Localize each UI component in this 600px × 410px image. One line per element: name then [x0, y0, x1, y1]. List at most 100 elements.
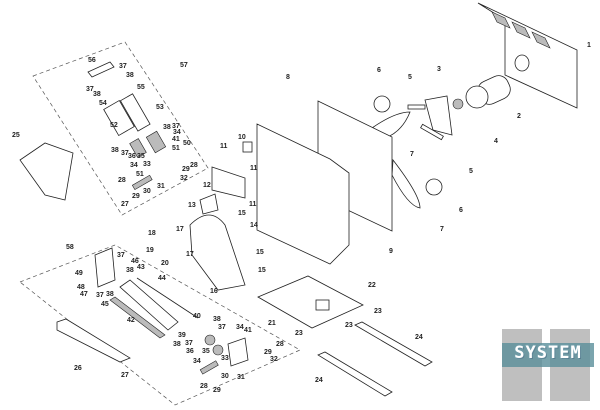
part-number-label: 20: [161, 260, 169, 267]
part-number-label: 17: [176, 226, 184, 233]
part-number-label: 24: [415, 334, 423, 341]
tension-bar: [407, 104, 426, 110]
control-module: [315, 299, 330, 311]
part-number-label: 4: [494, 138, 498, 145]
logo-graphic: [502, 329, 594, 401]
part-number-label: 50: [183, 140, 191, 147]
drive-belt: [391, 158, 421, 209]
part-number-label: 38: [163, 124, 171, 131]
motor-bracket: [424, 95, 453, 136]
part-number-label: 7: [410, 151, 414, 158]
small-bracket: [199, 193, 219, 215]
part-number-label: 31: [157, 183, 165, 190]
part-number-label: 32: [180, 175, 188, 182]
part-number-label: 7: [440, 226, 444, 233]
part-number-label: 34: [236, 324, 244, 331]
part-number-label: 27: [121, 372, 129, 379]
spring-stack: [129, 138, 147, 158]
hopper-cover: [19, 142, 74, 201]
part-number-label: 1: [587, 42, 591, 49]
spring-stack: [145, 130, 167, 154]
part-number-label: 14: [250, 222, 258, 229]
part-number-label: 13: [188, 202, 196, 209]
part-number-label: 15: [238, 210, 246, 217]
part-number-label: 6: [459, 207, 463, 214]
vent-slots: [511, 21, 531, 39]
part-number-label: 57: [180, 62, 188, 69]
vent-slots: [531, 31, 551, 49]
part-number-label: 37: [218, 324, 226, 331]
scraper-bar: [109, 296, 166, 339]
part-number-label: 22: [368, 282, 376, 289]
part-number-label: 21: [268, 320, 276, 327]
part-number-label: 40: [193, 313, 201, 320]
part-number-label: 38: [213, 316, 221, 323]
tension-bar: [420, 123, 444, 141]
part-number-label: 11: [250, 165, 258, 172]
part-number-label: 37: [172, 123, 180, 130]
part-number-label: 28: [276, 341, 284, 348]
part-number-label: 41: [172, 136, 180, 143]
system-logo: SYSTEM: [498, 325, 598, 405]
part-number-label: 18: [148, 230, 156, 237]
part-number-label: 35: [137, 153, 145, 160]
part-number-label: 31: [237, 374, 245, 381]
rail: [317, 351, 393, 397]
part-number-label: 2: [517, 113, 521, 120]
part-number-label: 58: [66, 244, 74, 251]
part-number-label: 16: [210, 288, 218, 295]
part-number-label: 5: [408, 74, 412, 81]
part-number-label: 33: [143, 161, 151, 168]
vent-slots: [491, 11, 511, 29]
part-number-label: 41: [244, 327, 252, 334]
part-number-label: 37: [117, 252, 125, 259]
switch-box: [242, 141, 253, 153]
part-number-label: 17: [186, 251, 194, 258]
part-number-label: 46: [131, 258, 139, 265]
part-labels: 1234556677891011111112131415151516171718…: [12, 42, 591, 394]
part-number-label: 12: [203, 182, 211, 189]
part-number-label: 34: [173, 129, 181, 136]
rail: [354, 321, 433, 367]
part-number-label: 39: [178, 332, 186, 339]
part-number-label: 44: [158, 275, 166, 282]
gear: [212, 344, 224, 356]
end-plate: [94, 247, 116, 288]
part-number-label: 51: [136, 171, 144, 178]
logo-text: SYSTEM: [514, 343, 582, 363]
part-number-label: 36: [186, 348, 194, 355]
part-number-label: 28: [200, 383, 208, 390]
part-number-label: 10: [238, 134, 246, 141]
part-number-label: 48: [77, 284, 85, 291]
gear: [204, 334, 216, 346]
cover-hole: [514, 54, 530, 72]
shaft: [199, 360, 219, 375]
part-number-label: 52: [110, 122, 118, 129]
part-number-label: 37: [185, 340, 193, 347]
pulley-wheel: [425, 178, 443, 196]
part-number-label: 8: [286, 74, 290, 81]
part-number-label: 5: [469, 168, 473, 175]
part-number-label: 29: [182, 166, 190, 173]
part-number-label: 49: [75, 270, 83, 277]
part-number-label: 6: [377, 67, 381, 74]
part-number-label: 37: [96, 292, 104, 299]
part-number-label: 26: [74, 365, 82, 372]
part-number-label: 35: [202, 348, 210, 355]
part-number-label: 9: [389, 248, 393, 255]
part-number-label: 45: [101, 301, 109, 308]
part-number-label: 19: [146, 247, 154, 254]
part-number-label: 3: [437, 66, 441, 73]
part-number-label: 43: [137, 264, 145, 271]
part-number-label: 30: [221, 373, 229, 380]
assembly-group-outline: [32, 41, 209, 216]
part-number-label: 51: [172, 145, 180, 152]
part-number-label: 37: [119, 63, 127, 70]
part-number-label: 38: [106, 291, 114, 298]
part-number-label: 42: [127, 317, 135, 324]
pulley: [452, 98, 464, 110]
part-number-label: 11: [220, 143, 228, 150]
part-number-label: 25: [12, 132, 20, 139]
part-number-label: 23: [295, 330, 303, 337]
